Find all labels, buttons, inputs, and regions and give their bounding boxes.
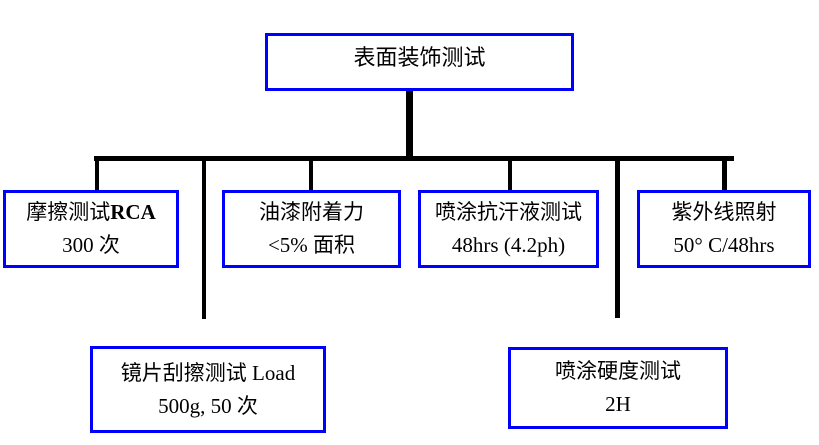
node-paint-adhesion-test: 油漆附着力 <5% 面积 bbox=[222, 190, 401, 268]
connector-horizontal-bar bbox=[94, 156, 734, 161]
connector-drop-hardness bbox=[615, 161, 620, 318]
connector-root-trunk bbox=[406, 90, 413, 158]
node-spec: 50° C/48hrs bbox=[673, 233, 775, 257]
node-label: 表面装饰测试 bbox=[353, 45, 486, 70]
node-spec: <5% 面积 bbox=[267, 233, 356, 257]
node-label: 油漆附着力 bbox=[259, 200, 364, 224]
connector-drop-paint bbox=[309, 161, 313, 190]
node-label: 摩擦测试RCA bbox=[26, 196, 156, 229]
node-spec: 48hrs (4.2ph) bbox=[451, 233, 566, 257]
node-uv-irradiation-test: 紫外线照射 50° C/48hrs bbox=[637, 190, 811, 268]
connector-drop-sweat bbox=[508, 161, 512, 190]
node-spec: 2H bbox=[605, 392, 631, 416]
node-label: 喷涂抗汗液测试 bbox=[435, 200, 582, 224]
node-lens-scratch-test: 镜片刮擦测试 Load 500g, 50 次 bbox=[90, 346, 326, 433]
node-label: 镜片刮擦测试 Load bbox=[120, 360, 296, 385]
node-label: 喷涂硬度测试 bbox=[555, 359, 681, 383]
connector-drop-uv bbox=[722, 161, 727, 190]
connector-drop-scratch bbox=[202, 161, 206, 319]
node-coating-hardness-test: 喷涂硬度测试 2H bbox=[508, 347, 728, 429]
node-label-bold: RCA bbox=[110, 200, 156, 224]
node-coating-sweat-resistance-test: 喷涂抗汗液测试 48hrs (4.2ph) bbox=[418, 190, 599, 268]
node-label: 紫外线照射 bbox=[671, 200, 777, 224]
node-surface-decoration-test: 表面装饰测试 bbox=[265, 33, 574, 91]
node-spec: 300 次 bbox=[62, 233, 120, 257]
node-friction-test-rca: 摩擦测试RCA 300 次 bbox=[3, 190, 179, 268]
node-label-cjk: 摩擦测试 bbox=[26, 200, 111, 224]
connector-drop-friction bbox=[95, 161, 99, 190]
node-spec: 500g, 50 次 bbox=[158, 393, 258, 418]
